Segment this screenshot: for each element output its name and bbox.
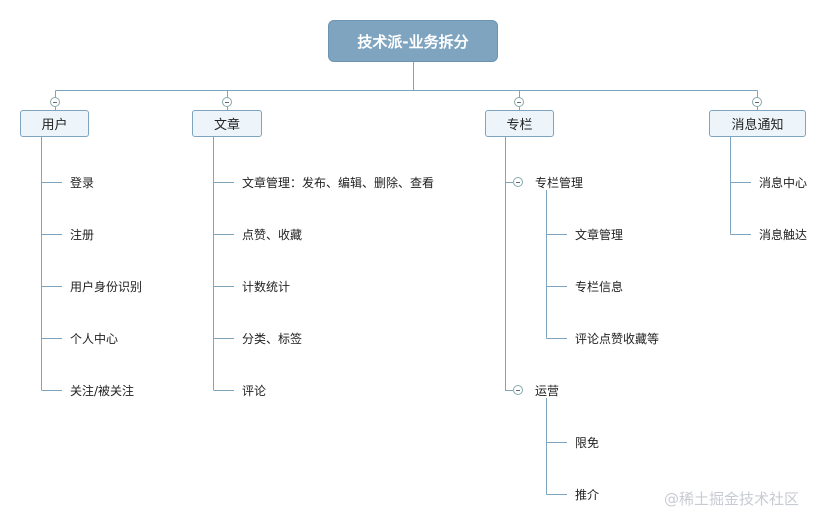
leaf-recommend[interactable]: 推介	[575, 488, 600, 502]
leaf-category-tag[interactable]: 分类、标签	[242, 332, 303, 346]
leaf-column-info[interactable]: 专栏信息	[575, 280, 624, 294]
leaf-profile[interactable]: 个人中心	[70, 332, 119, 346]
leaf-column-interactions[interactable]: 评论点赞收藏等	[575, 332, 660, 346]
collapse-toggle-operation[interactable]	[513, 385, 523, 395]
column-spine	[505, 137, 513, 391]
collapse-toggle-user[interactable]	[50, 97, 60, 107]
leaf-identity[interactable]: 用户身份识别	[70, 280, 143, 294]
leaf-message-center[interactable]: 消息中心	[759, 176, 808, 190]
leaf-article-manage[interactable]: 文章管理：发布、编辑、删除、查看	[242, 176, 435, 190]
leaf-comment[interactable]: 评论	[242, 384, 267, 398]
group-column-manage[interactable]: 专栏管理	[535, 176, 584, 190]
collapse-toggle-column[interactable]	[514, 97, 524, 107]
branch-node-user[interactable]: 用户	[20, 110, 89, 137]
branch-node-message[interactable]: 消息通知	[709, 110, 806, 137]
watermark-text: @稀土掘金技术社区	[664, 490, 800, 508]
branch-node-article[interactable]: 文章	[192, 110, 262, 137]
collapse-toggle-column-manage[interactable]	[513, 177, 523, 187]
leaf-like-favorite[interactable]: 点赞、收藏	[242, 228, 303, 242]
leaf-register[interactable]: 注册	[70, 228, 95, 242]
collapse-toggle-message[interactable]	[752, 97, 762, 107]
group-operation[interactable]: 运营	[535, 384, 560, 398]
leaf-follow[interactable]: 关注/被关注	[70, 384, 135, 398]
root-node[interactable]: 技术派-业务拆分	[328, 20, 498, 62]
leaf-message-reach[interactable]: 消息触达	[759, 228, 808, 242]
leaf-column-article-manage[interactable]: 文章管理	[575, 228, 624, 242]
leaf-free-limit[interactable]: 限免	[575, 436, 600, 450]
collapse-toggle-article[interactable]	[222, 97, 232, 107]
branch-node-column[interactable]: 专栏	[485, 110, 554, 137]
leaf-login[interactable]: 登录	[70, 176, 95, 190]
leaf-statistics[interactable]: 计数统计	[242, 280, 291, 294]
